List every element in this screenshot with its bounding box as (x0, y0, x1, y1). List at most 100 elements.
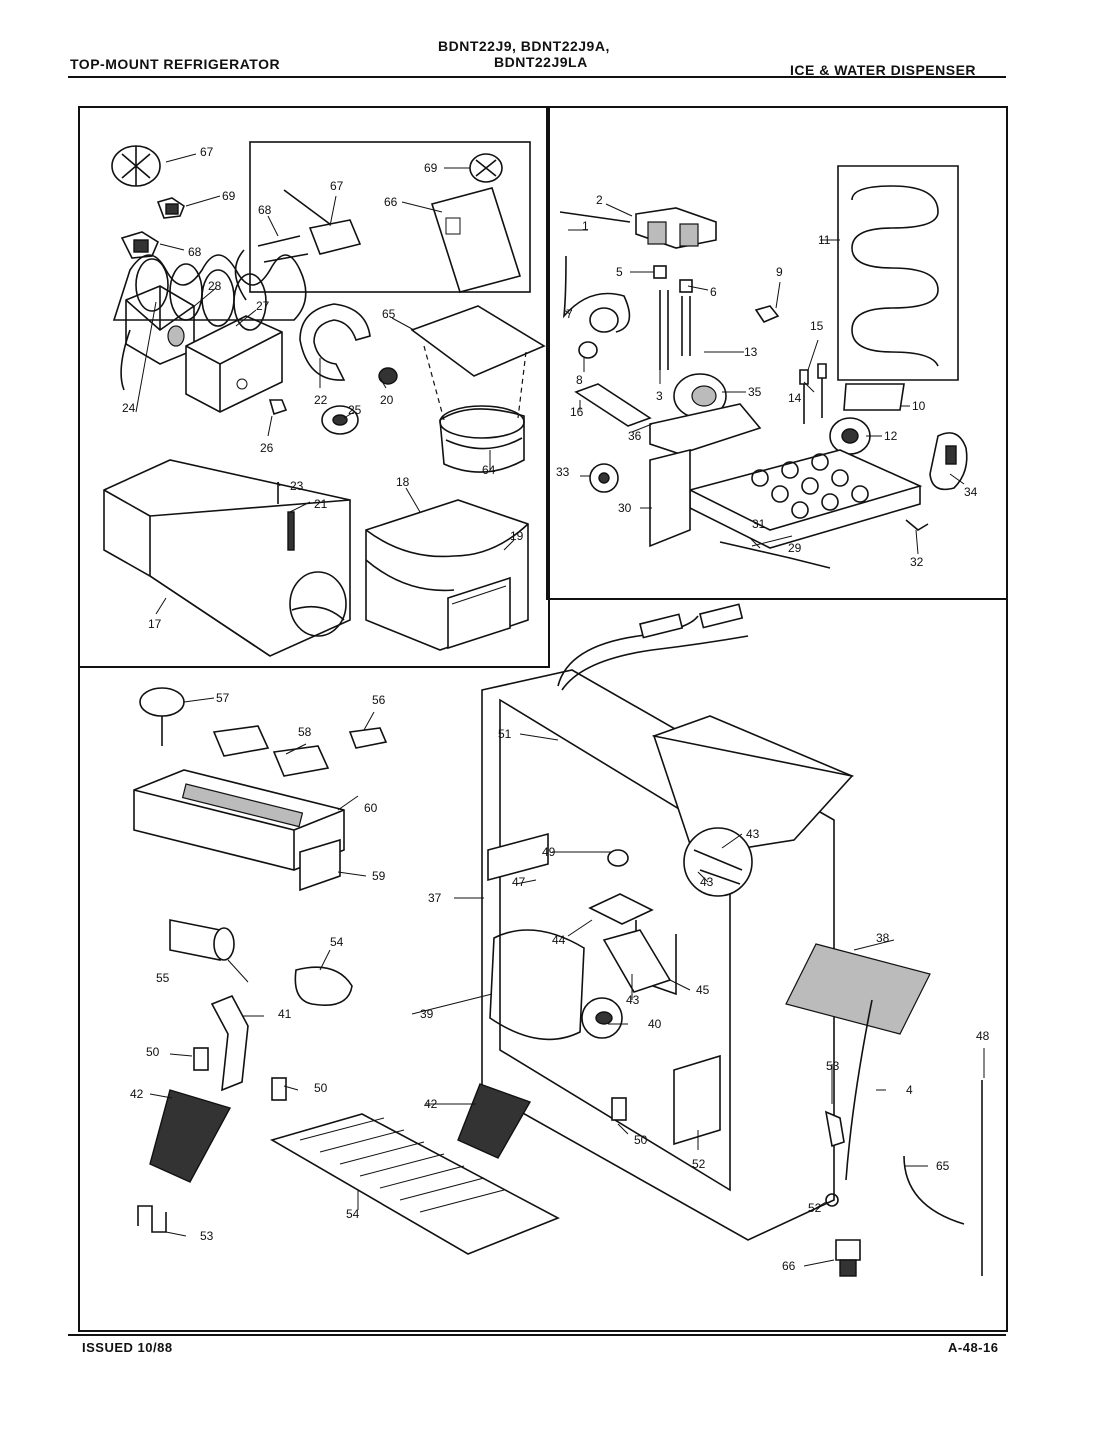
header-left-title: TOP-MOUNT REFRIGERATOR (70, 56, 281, 72)
callout-9: 9 (776, 265, 783, 279)
callout-47: 45 (696, 983, 710, 997)
part-66-fitting (835, 1239, 861, 1277)
part-19-shield (447, 576, 511, 650)
callout-50-mid: 50 (314, 1081, 328, 1095)
callout-8: 8 (576, 373, 583, 387)
footer-page-code: A-48-16 (948, 1340, 999, 1355)
callout-19: 19 (510, 529, 524, 543)
part-5-nut (653, 265, 667, 279)
callout-34: 34 (964, 485, 978, 499)
part-10-plate (843, 383, 905, 411)
callout-61: 57 (216, 691, 230, 705)
callout-68: 68 (188, 245, 202, 259)
part-34-control (929, 432, 968, 491)
callout-59: 55 (156, 971, 170, 985)
callout-leaders (135, 153, 985, 1267)
callout-5: 5 (616, 265, 623, 279)
part-38-insulation (785, 943, 931, 1035)
part-35-grommet (673, 373, 727, 419)
part-61-switch (139, 687, 185, 746)
part-31-ejector (719, 541, 831, 569)
part-30-frame (649, 448, 691, 548)
part-50-clips (193, 1047, 627, 1121)
part-7-inlet-tube (562, 255, 631, 333)
part-75-fan (469, 153, 503, 183)
callout-70: 64 (482, 463, 496, 477)
part-21-pin (287, 511, 295, 551)
callout-51: 49 (542, 845, 556, 859)
part-56-clamp (825, 1193, 839, 1207)
callout-44: 43 (700, 875, 714, 889)
callout-38: 38 (876, 931, 890, 945)
callout-7: 7 (566, 307, 573, 321)
callout-10: 10 (912, 399, 926, 413)
part-1-tube (559, 211, 631, 223)
callout-14: 14 (788, 391, 802, 405)
callout-55: 51 (498, 727, 512, 741)
callout-45: 43 (746, 827, 760, 841)
part-72-plate (430, 187, 522, 293)
callout-42-right: 42 (424, 1097, 438, 1111)
callout-40: 40 (648, 1017, 662, 1031)
part-6-nut (679, 279, 693, 293)
part-64-bracket (133, 769, 345, 871)
callout-52: 52 (692, 1157, 706, 1171)
callout-64: 60 (364, 801, 378, 815)
callout-53: 53 (200, 1229, 214, 1243)
part-26-clip (268, 399, 288, 416)
callout-36: 36 (628, 429, 642, 443)
part-40-detail-circle (581, 997, 623, 1039)
part-29-ice-mold (687, 449, 923, 549)
part-27-cover (185, 315, 283, 413)
callout-56: 52 (808, 1201, 822, 1215)
callout-65: 65 (936, 1159, 950, 1173)
part-12-thermostat (829, 417, 871, 455)
panel-ice-maker-left (78, 106, 550, 668)
part-8-washer (578, 341, 598, 359)
callout-60: 56 (372, 693, 386, 707)
part-22-bracket (299, 303, 371, 381)
part-70-cup (439, 405, 525, 473)
callout-24: 24 (122, 401, 136, 415)
part-17-ice-mold-housing (103, 459, 351, 657)
part-24-heater-coil (112, 254, 307, 331)
callout-3: 3 (656, 389, 663, 403)
callout-67: 67 (200, 145, 214, 159)
part-69-clip (156, 197, 185, 219)
callout-29: 29 (788, 541, 802, 555)
callout-28: 28 (208, 279, 222, 293)
header-right-title: ICE & WATER DISPENSER (790, 62, 977, 78)
callout-17: 17 (148, 617, 162, 631)
callout-75: 69 (424, 161, 438, 175)
callout-39: 39 (420, 1007, 434, 1021)
part-59-lamp-socket (169, 919, 235, 961)
bin-hopper (651, 715, 855, 857)
part-13-tube (681, 296, 691, 356)
callout-labels: 67 69 68 28 27 22 20 25 26 24 23 21 17 1… (122, 145, 990, 1273)
callout-54: 54 (346, 1207, 360, 1221)
part-25-gear (321, 405, 359, 435)
callout-33: 33 (556, 465, 570, 479)
callout-11: 11 (818, 233, 831, 247)
part-53-spring (137, 1205, 167, 1233)
part-54-grille (269, 1113, 560, 1255)
callout-42-left: 42 (130, 1087, 144, 1101)
callout-35: 35 (748, 385, 762, 399)
callout-15: 15 (810, 319, 824, 333)
part-74-screws (257, 235, 309, 263)
callout-12: 12 (884, 429, 898, 443)
callout-50-left: 50 (146, 1045, 160, 1059)
footer-issued-date: ISSUED 10/88 (82, 1340, 173, 1355)
part-41-actuator (210, 994, 249, 1092)
part-36-housing (649, 403, 762, 455)
callout-62: 58 (298, 725, 312, 739)
part-67-fan-blade (111, 145, 161, 187)
callout-69: 69 (222, 189, 236, 203)
part-20-bushing (378, 367, 398, 385)
part-73-switch-arm (283, 189, 362, 255)
callout-57: 53 (826, 1059, 840, 1073)
callout-1: 1 (582, 219, 589, 233)
callout-72: 66 (384, 195, 398, 209)
footer-rule (68, 1334, 1006, 1336)
